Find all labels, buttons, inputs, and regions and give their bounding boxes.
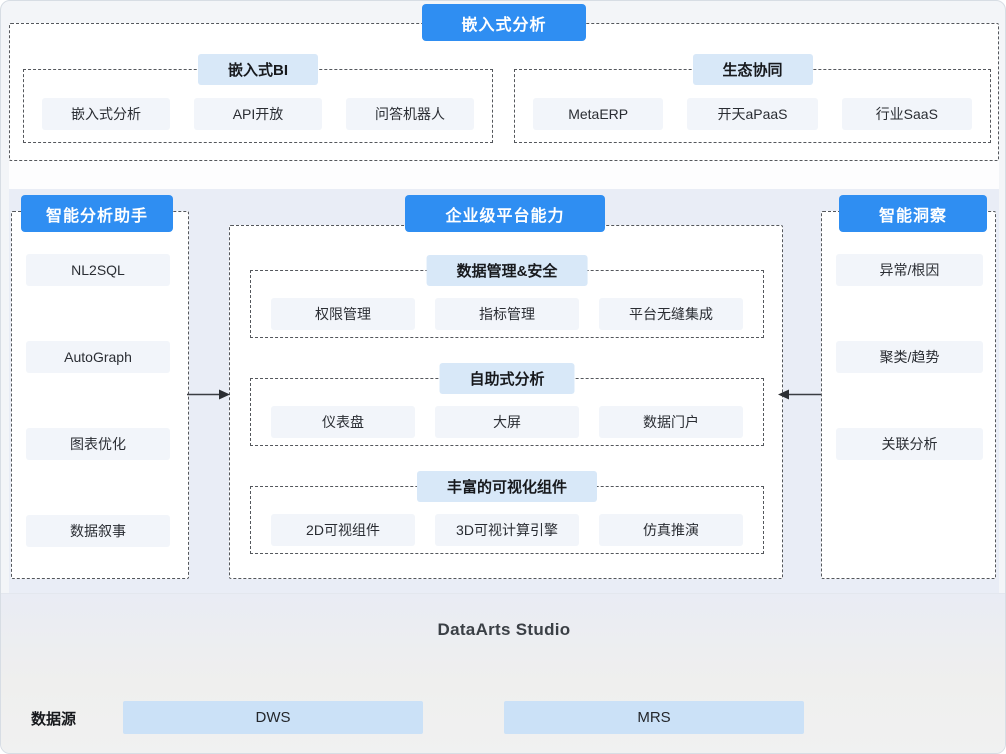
platform-title: DataArts Studio xyxy=(437,620,571,639)
item-cluster-trend: 聚类/趋势 xyxy=(836,341,983,373)
subsection-data-management-header: 数据管理&安全 xyxy=(426,255,588,286)
item-qa-robot: 问答机器人 xyxy=(346,98,474,130)
item-embedded-analytics: 嵌入式分析 xyxy=(42,98,170,130)
item-simulation: 仿真推演 xyxy=(599,514,743,546)
group-embedded-bi: 嵌入式BI 嵌入式分析 API开放 问答机器人 xyxy=(23,54,493,143)
left-column-badge: 智能分析助手 xyxy=(21,195,173,232)
group-embedded-bi-items: 嵌入式分析 API开放 问答机器人 xyxy=(42,98,474,130)
right-column-badge: 智能洞察 xyxy=(839,195,987,232)
item-correlation-analysis: 关联分析 xyxy=(836,428,983,460)
background-gap-strip xyxy=(9,161,999,189)
group-embedded-bi-header: 嵌入式BI xyxy=(197,54,319,85)
top-section-badge: 嵌入式分析 xyxy=(422,4,586,41)
item-permission-management: 权限管理 xyxy=(271,298,415,330)
item-2d-components: 2D可视组件 xyxy=(271,514,415,546)
subsection-visual-components-items: 2D可视组件 3D可视计算引擎 仿真推演 xyxy=(271,514,743,546)
datasource-mrs: MRS xyxy=(504,701,804,734)
datasource-dws: DWS xyxy=(123,701,423,734)
item-dashboard: 仪表盘 xyxy=(271,406,415,438)
group-eco-synergy-items: MetaERP 开天aPaaS 行业SaaS xyxy=(533,98,972,130)
subsection-self-service-analysis: 自助式分析 仪表盘 大屏 数据门户 xyxy=(250,363,764,446)
right-column-box: 异常/根因 聚类/趋势 关联分析 xyxy=(821,211,996,579)
item-large-screen: 大屏 xyxy=(435,406,579,438)
center-platform-badge: 企业级平台能力 xyxy=(405,195,605,232)
item-nl2sql: NL2SQL xyxy=(26,254,170,286)
item-seamless-integration: 平台无缝集成 xyxy=(599,298,743,330)
datasource-label: 数据源 xyxy=(31,711,77,728)
right-to-center-arrow-icon xyxy=(778,389,821,400)
subsection-data-management: 数据管理&安全 权限管理 指标管理 平台无缝集成 xyxy=(250,255,764,338)
item-metric-management: 指标管理 xyxy=(435,298,579,330)
group-eco-synergy-header: 生态协同 xyxy=(692,54,813,85)
item-industry-saas: 行业SaaS xyxy=(841,98,972,130)
left-column-box: NL2SQL AutoGraph 图表优化 数据叙事 xyxy=(11,211,189,579)
item-chart-optimization: 图表优化 xyxy=(26,428,170,460)
item-metaerp: MetaERP xyxy=(533,98,664,130)
item-data-storytelling: 数据叙事 xyxy=(26,515,170,547)
item-anomaly-rootcause: 异常/根因 xyxy=(836,254,983,286)
subsection-data-management-items: 权限管理 指标管理 平台无缝集成 xyxy=(271,298,743,330)
item-3d-engine: 3D可视计算引擎 xyxy=(435,514,579,546)
left-to-center-arrow-icon xyxy=(187,389,230,400)
subsection-visual-components-header: 丰富的可视化组件 xyxy=(416,471,598,502)
subsection-self-service-analysis-items: 仪表盘 大屏 数据门户 xyxy=(271,406,743,438)
subsection-visual-components: 丰富的可视化组件 2D可视组件 3D可视计算引擎 仿真推演 xyxy=(250,471,764,554)
item-api-open: API开放 xyxy=(194,98,322,130)
item-autograph: AutoGraph xyxy=(26,341,170,373)
center-platform-box: 数据管理&安全 权限管理 指标管理 平台无缝集成 自助式分析 仪表盘 大屏 数据… xyxy=(229,225,783,579)
item-apaas: 开天aPaaS xyxy=(687,98,818,130)
group-eco-synergy: 生态协同 MetaERP 开天aPaaS 行业SaaS xyxy=(514,54,991,143)
item-data-portal: 数据门户 xyxy=(599,406,743,438)
subsection-self-service-analysis-header: 自助式分析 xyxy=(439,363,575,394)
